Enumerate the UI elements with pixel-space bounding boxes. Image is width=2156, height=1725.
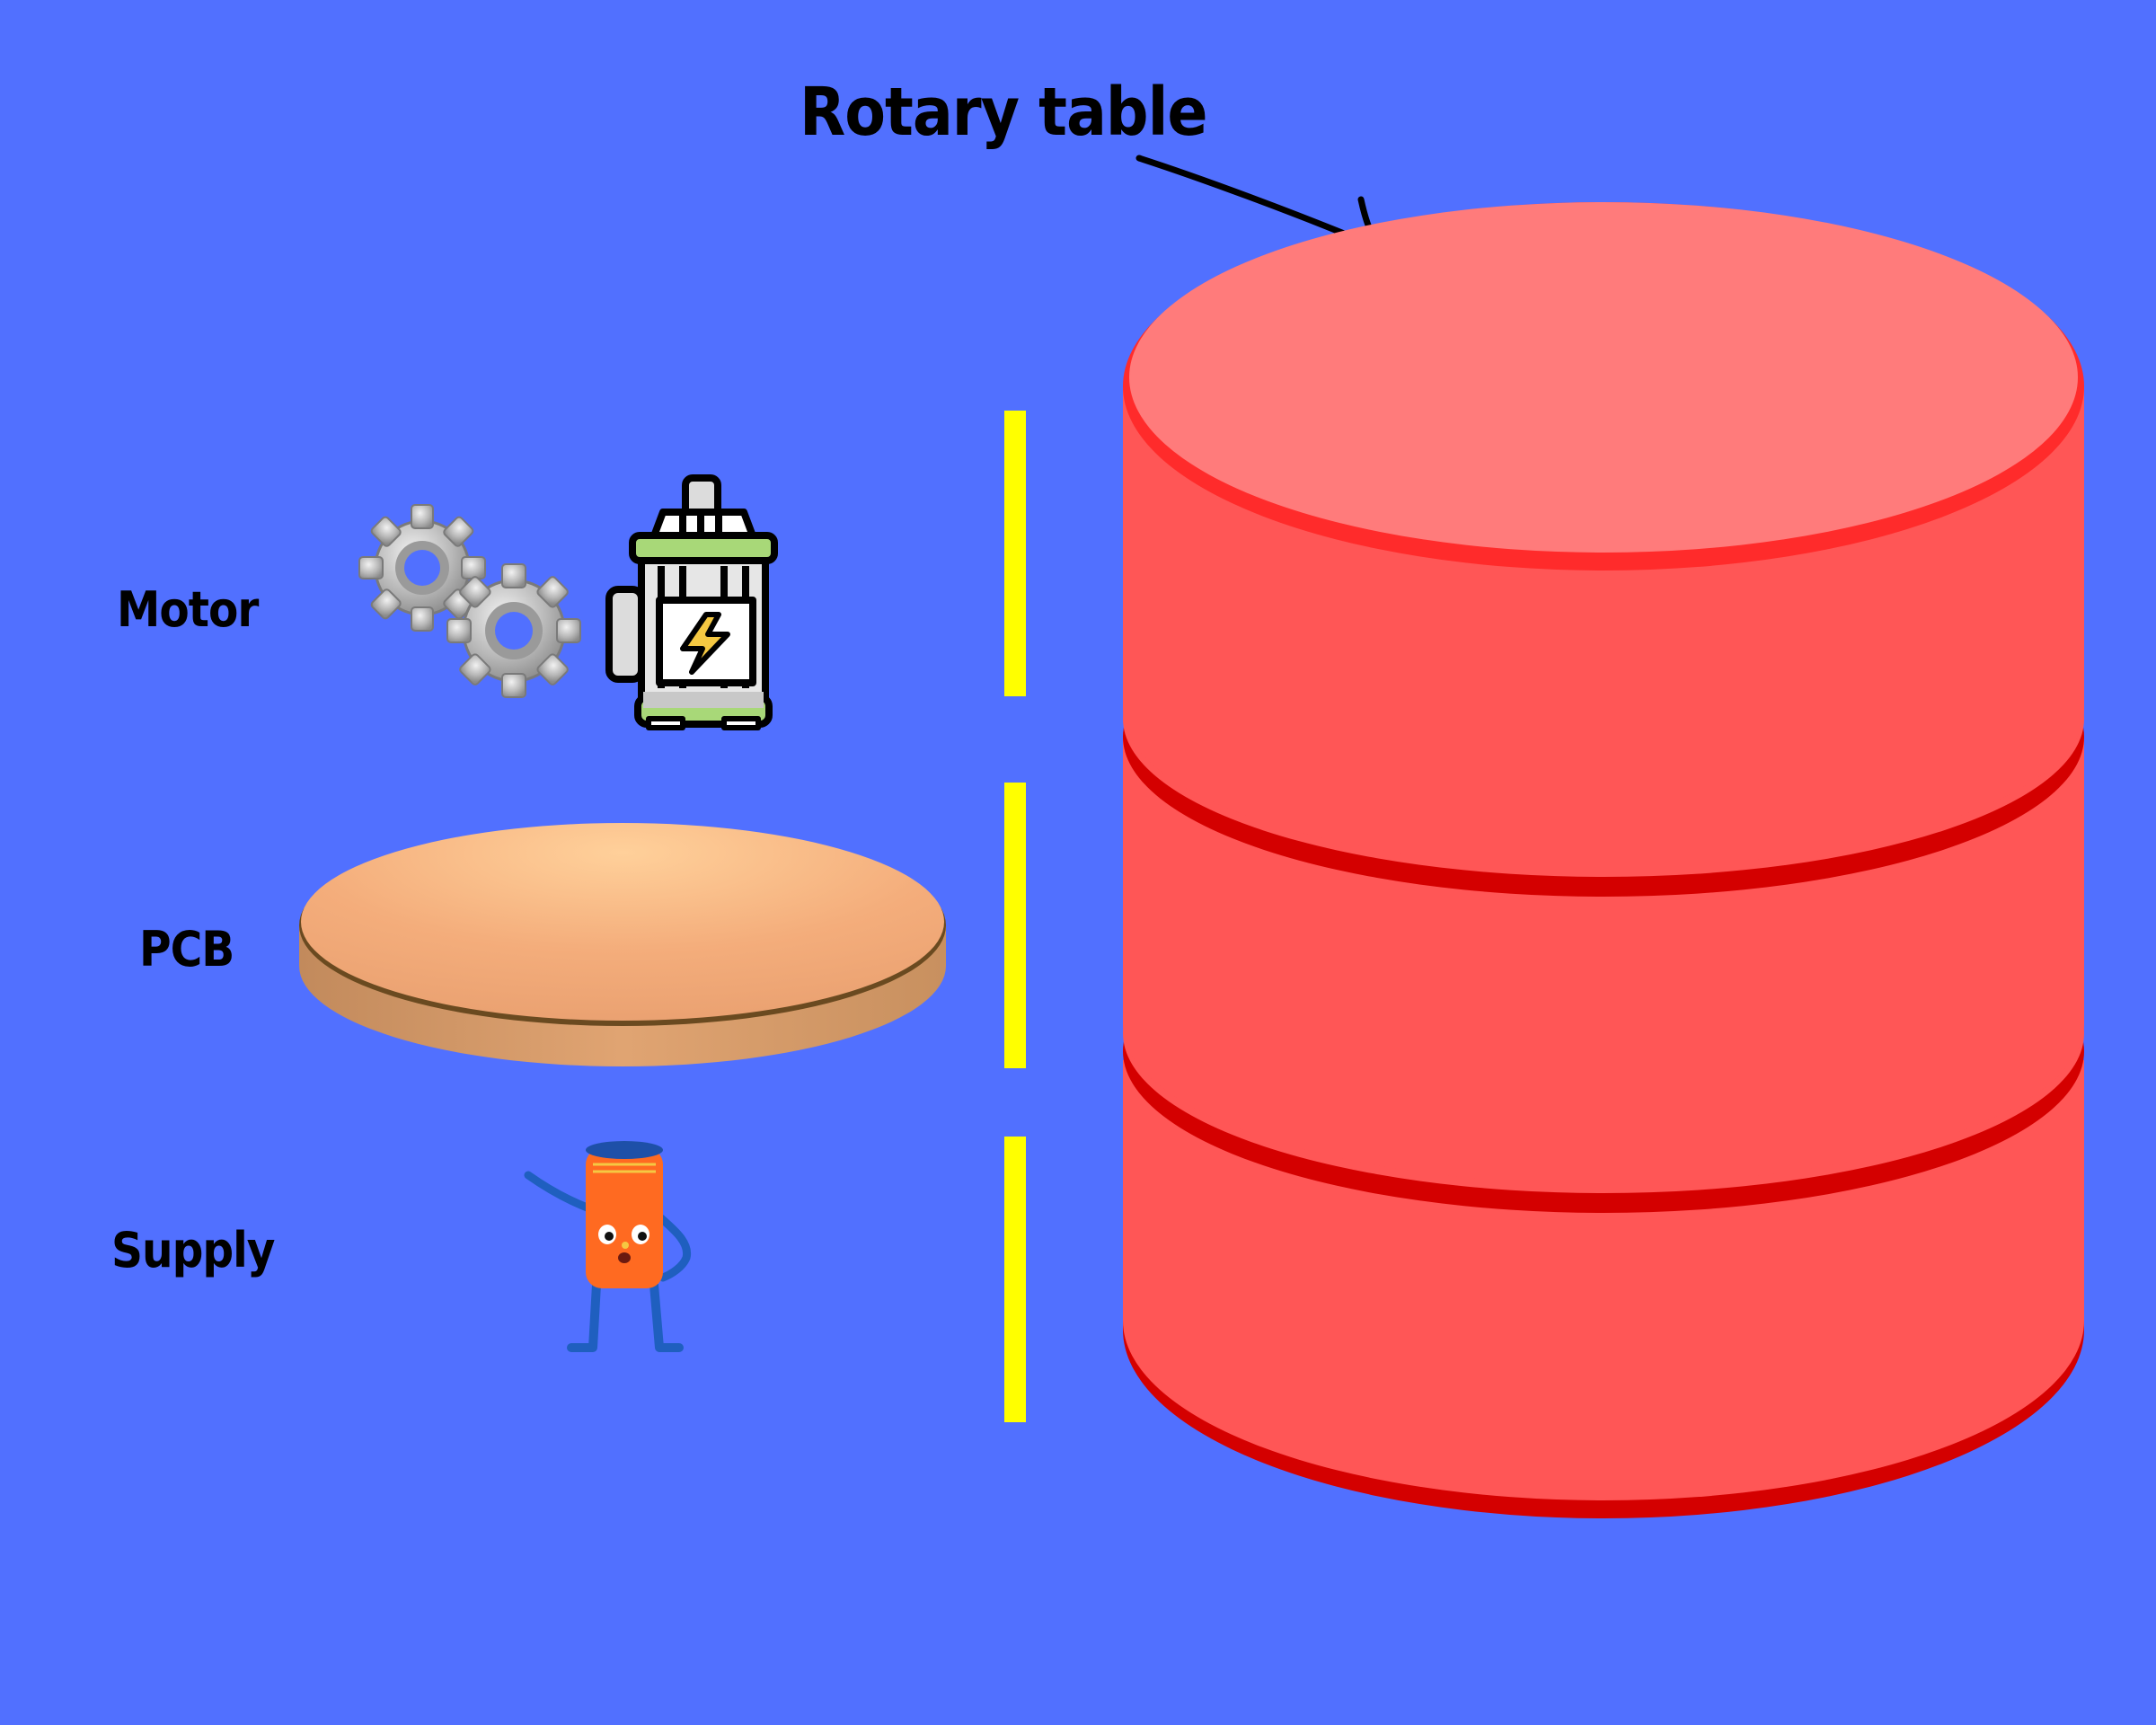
- copper-disc-icon: [299, 823, 946, 1066]
- row-label-motor: Motor: [117, 581, 259, 638]
- divider-supply: [1004, 1137, 1026, 1422]
- battery-character-icon: [524, 1141, 692, 1352]
- row-label-supply: Supply: [111, 1222, 275, 1278]
- divider-pcb: [1004, 783, 1026, 1068]
- divider-motor: [1004, 411, 1026, 696]
- rotary-table-label: Rotary table: [800, 74, 1207, 151]
- electric-motor-icon: [605, 474, 778, 730]
- row-label-pcb: PCB: [139, 921, 234, 978]
- rotary-table-cylinder: [1123, 202, 2084, 1518]
- gears-icon: [358, 504, 581, 698]
